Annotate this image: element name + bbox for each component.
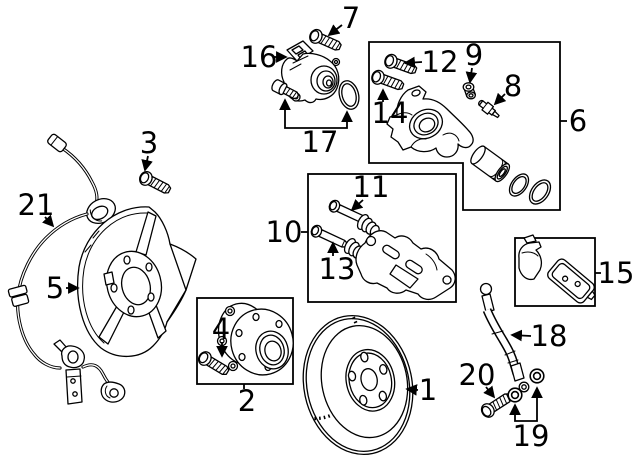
- callout-9: 9: [465, 38, 483, 72]
- piston-drawing: [470, 145, 511, 183]
- callout-2: 2: [238, 384, 256, 418]
- callout-16: 16: [241, 40, 278, 74]
- callout-8: 8: [504, 69, 522, 103]
- washer-19a-drawing: [507, 387, 523, 403]
- callout-4: 4: [212, 312, 230, 346]
- callout-17: 17: [302, 125, 339, 159]
- brake-hose-drawing: [479, 282, 530, 393]
- washer-19b-drawing: [529, 368, 545, 384]
- callout-13: 13: [319, 252, 356, 286]
- callout-6: 6: [569, 104, 587, 138]
- callout-1: 1: [419, 373, 437, 407]
- callout-15: 15: [598, 256, 635, 290]
- callout-21: 21: [18, 188, 55, 222]
- callout-leaders: [42, 24, 601, 422]
- bolt-3-drawing: [136, 168, 174, 198]
- callout-12: 12: [422, 45, 459, 79]
- callout-14: 14: [372, 96, 409, 130]
- actuator-screw-drawing: [271, 79, 300, 100]
- brake-pads-drawing: [518, 234, 596, 304]
- piston-seal-drawing: [508, 173, 530, 197]
- callout-18: 18: [531, 319, 568, 353]
- hub-bearing-drawing: [216, 302, 294, 376]
- caliper-bracket-drawing: [355, 230, 456, 301]
- callout-3: 3: [140, 126, 158, 160]
- callout-7: 7: [342, 1, 360, 35]
- callout-labels: 1 2 3 4 5 6 7 8 9 10 11 12 13 14 15 16 1…: [18, 1, 635, 453]
- dust-boot-seal-drawing: [528, 179, 552, 205]
- dust-shield-drawing: [76, 206, 197, 358]
- bleeder-cap-drawing: [462, 82, 476, 100]
- bolt-7-drawing: [306, 26, 344, 55]
- callout-20: 20: [459, 358, 496, 392]
- bleeder-screw-drawing: [478, 99, 500, 119]
- caliper-drawing: [386, 85, 474, 158]
- rotor-drawing: [302, 314, 414, 456]
- abs-sensor-harness-drawing: [7, 133, 126, 405]
- callout-10: 10: [266, 215, 303, 249]
- o-ring-drawing: [338, 80, 360, 110]
- callout-11: 11: [353, 170, 390, 204]
- callout-5: 5: [46, 271, 64, 305]
- callout-19: 19: [513, 419, 550, 453]
